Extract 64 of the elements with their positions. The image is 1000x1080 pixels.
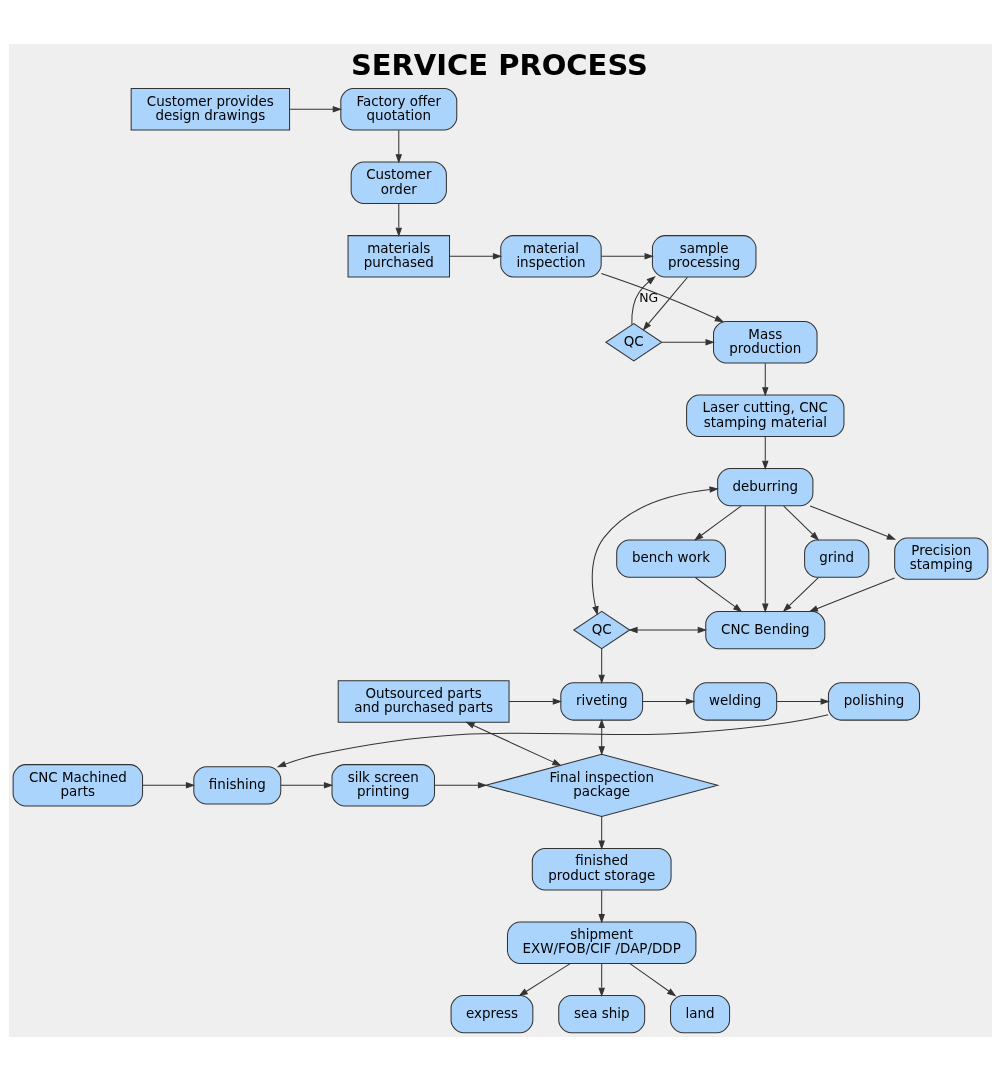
arrow — [761, 505, 769, 613]
arrow — [627, 626, 707, 633]
node-box: grind — [803, 538, 869, 578]
arrow — [761, 435, 769, 470]
arrow — [288, 105, 342, 113]
arrow — [597, 647, 605, 684]
arrow — [782, 505, 819, 541]
arrow — [600, 252, 654, 260]
diagram-title: SERVICE PROCESS — [350, 47, 648, 82]
arrow — [642, 276, 688, 331]
node-box: sample processing — [651, 234, 756, 278]
arrow — [591, 485, 719, 616]
node-box: finished product storage — [531, 847, 672, 890]
edge-label: NG — [638, 289, 658, 305]
node-box: Customer provides design drawings — [130, 87, 290, 131]
node-box: material inspection — [499, 234, 602, 278]
node-box: express — [450, 994, 533, 1033]
node-box: shipment EXW/FOB/CIF /DAP/DDP — [506, 921, 696, 964]
arrow — [518, 962, 571, 996]
arrow — [395, 202, 402, 237]
node-box: land — [669, 994, 730, 1033]
arrow — [433, 781, 487, 789]
node-box: welding — [692, 681, 777, 721]
node-box: silk screen printing — [331, 763, 435, 807]
node-box: CNC Bending — [704, 610, 825, 649]
arrow — [597, 962, 605, 997]
arrow — [775, 697, 830, 705]
arrow — [808, 577, 895, 612]
arrow — [395, 129, 402, 164]
arrow — [809, 504, 896, 540]
arrow — [508, 697, 562, 705]
arrow — [141, 781, 195, 789]
node-box: Precision stamping — [893, 536, 988, 580]
node-box: Outsourced parts and purchased parts — [337, 679, 510, 723]
arrow — [782, 576, 819, 612]
node-box: Mass production — [712, 320, 818, 363]
arrow — [761, 362, 769, 396]
node-box: Laser cutting, CNC stamping material — [685, 394, 844, 437]
node-box: Factory offer quotation — [339, 87, 457, 131]
arrow — [641, 697, 695, 705]
arrow — [464, 721, 562, 766]
node-box: polishing — [827, 681, 920, 721]
arrow — [694, 576, 742, 612]
node-diamond: Final inspection package — [483, 753, 720, 817]
node-box: Customer order — [350, 161, 447, 204]
node-diamond: QC — [572, 610, 631, 649]
arrow — [661, 338, 715, 345]
arrow — [693, 505, 742, 541]
arrow — [630, 275, 656, 325]
arrow — [628, 962, 676, 996]
node-box: materials purchased — [347, 234, 450, 278]
node-box: bench work — [615, 538, 726, 578]
arrow — [597, 889, 605, 923]
arrow — [597, 718, 605, 756]
arrow — [597, 815, 605, 850]
arrow — [600, 272, 724, 322]
node-box: sea ship — [557, 994, 645, 1033]
node-box: deburring — [716, 467, 813, 506]
node-box: finishing — [192, 765, 281, 804]
node-box: riveting — [559, 681, 643, 721]
arrow — [276, 713, 829, 767]
node-box: CNC Machined parts — [12, 763, 143, 807]
arrow — [279, 781, 333, 789]
arrow — [448, 252, 502, 260]
